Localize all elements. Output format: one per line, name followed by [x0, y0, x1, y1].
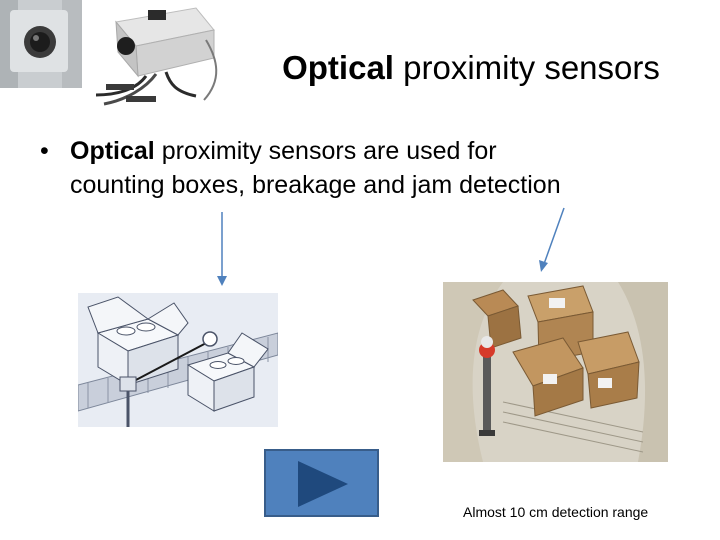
sensor-photo-box — [86, 0, 226, 115]
play-button[interactable] — [264, 449, 379, 517]
sensor-photo-round — [0, 0, 82, 88]
bullet-line2: counting boxes, breakage and jam detecti… — [70, 171, 561, 199]
jam-detection-photo — [443, 282, 668, 462]
pointer-arrow-left — [217, 212, 227, 286]
bullet-bold: Optical — [70, 137, 155, 165]
slide-title: Optical proximity sensors — [236, 48, 706, 88]
bullet-marker: • — [40, 137, 49, 165]
pointer-arrow-right — [539, 207, 565, 272]
bullet-text: Optical proximity sensors are used for c… — [70, 134, 670, 202]
conveyor-illustration — [78, 293, 278, 427]
title-bold: Optical — [282, 49, 394, 86]
detection-range-caption: Almost 10 cm detection range — [463, 504, 649, 520]
play-icon — [298, 461, 348, 507]
title-rest: proximity sensors — [393, 49, 660, 86]
bullet-line1: proximity sensors are used for — [154, 137, 497, 165]
